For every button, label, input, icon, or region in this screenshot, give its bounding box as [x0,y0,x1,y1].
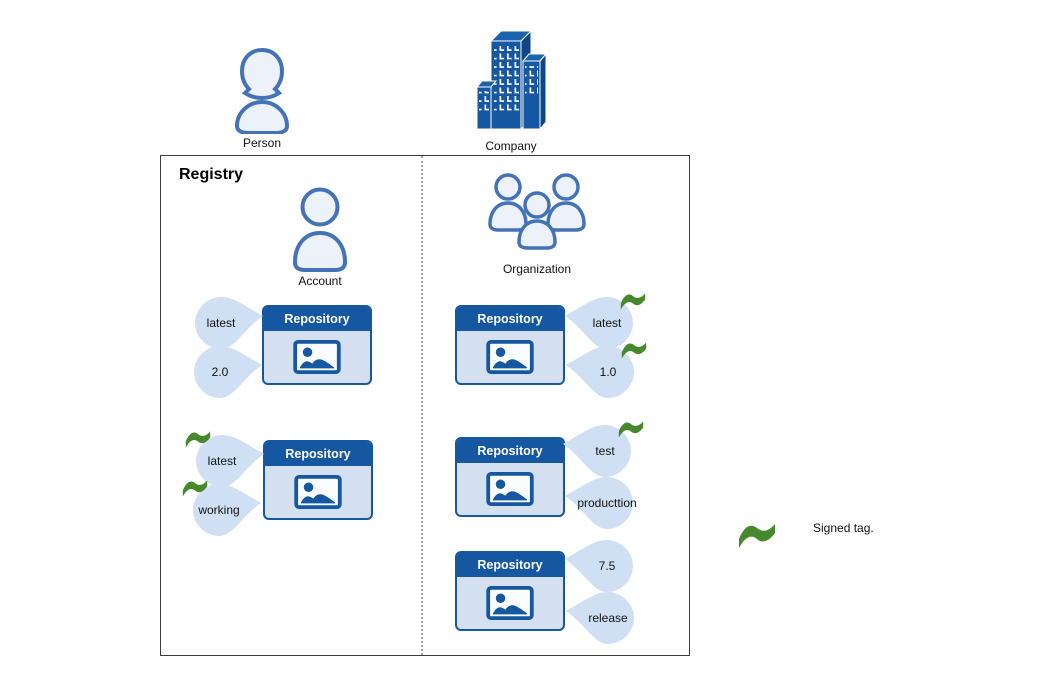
image-icon [293,339,341,375]
tag-balloon-shape [194,346,262,398]
person-label: Person [242,136,282,150]
tag-balloon-shape [565,297,633,349]
signed-ribbon-icon [618,421,644,438]
tag-label: latest [206,316,236,330]
legend-label: Signed tag. [813,521,874,535]
repository-card: Repository [263,440,373,520]
tag-label: latest [592,316,622,330]
signed-ribbon-icon [620,293,646,310]
tag: 7.5 [564,539,634,593]
repository-card: Repository [262,305,372,385]
tag-balloon-shape [565,540,633,592]
account-label: Account [298,274,342,288]
tag: test [562,421,644,478]
image-icon [294,474,342,510]
repository-card: Repository [455,551,565,631]
repository-title: Repository [264,307,370,331]
legend-signed-ribbon-icon [739,524,775,548]
account-icon [293,187,347,272]
account-figure: Account [290,186,350,288]
tag-label: 1.0 [599,365,617,379]
person-icon [235,47,289,134]
repository-card: Repository [455,437,565,517]
tag-balloon-shape [193,484,261,536]
registry-box: Registry [160,155,690,656]
image-icon [486,585,534,621]
tag-balloon-shape [565,477,633,529]
repository-title: Repository [265,442,371,466]
column-divider [421,156,423,655]
person-figure: Person [224,46,300,150]
repository-title: Repository [457,307,563,331]
tag: latest [564,293,646,350]
organization-label: Organization [502,262,572,276]
tag: release [565,591,635,645]
company-figure: Company [473,27,549,153]
tag-label: producttion [577,496,637,510]
organization-figure: Organization [481,172,593,276]
legend: Signed tag. [738,521,874,548]
signed-ribbon-icon [182,480,208,497]
tag-balloon-shape [566,592,634,644]
image-icon [486,339,534,375]
tag-balloon-shape [566,346,634,398]
repository-title: Repository [457,439,563,463]
tag: 2.0 [193,345,263,399]
signed-ribbon-icon [621,342,647,359]
tag-label: test [595,444,615,458]
tag: working [182,480,262,537]
tag-balloon-shape [196,435,264,487]
tag-balloon-shape [195,297,263,349]
tag-label: release [588,611,628,625]
tag-label: 7.5 [598,559,616,573]
signed-ribbon-icon [185,431,211,448]
registry-title: Registry [179,166,244,183]
tag-balloon-shape [563,425,631,477]
tag: latest [194,296,264,350]
tag: latest [185,431,265,488]
organization-icon [488,173,586,250]
tag-label: latest [207,454,237,468]
tag-label: working [198,503,240,517]
tag: 1.0 [565,342,647,399]
image-icon [486,471,534,507]
tag: producttion [564,476,637,530]
company-icon [476,29,546,131]
repository-card: Repository [455,305,565,385]
tag-label: 2.0 [211,365,229,379]
company-label: Company [485,139,537,153]
repository-title: Repository [457,553,563,577]
